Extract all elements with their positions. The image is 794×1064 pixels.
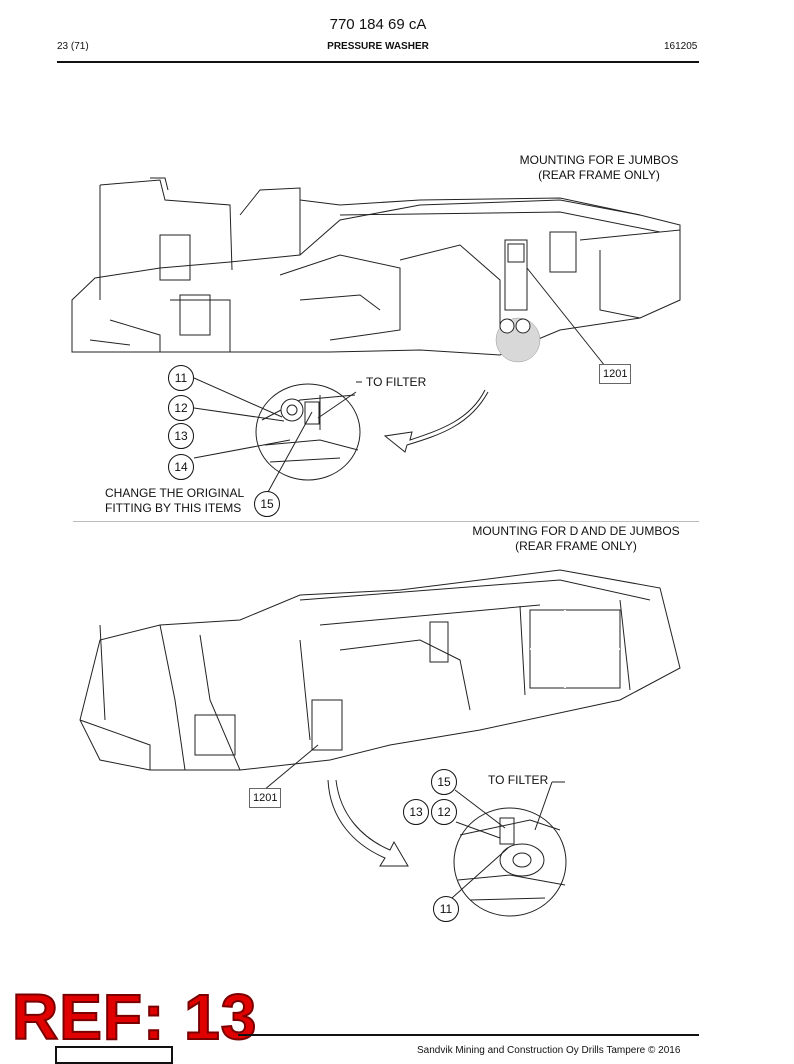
- bottom-view-caption-line1: MOUNTING FOR D AND DE JUMBOS: [472, 524, 680, 538]
- footer-rule: [238, 1034, 699, 1036]
- bottom-to-filter-label: TO FILTER: [488, 773, 549, 787]
- change-fitting-note-line1: CHANGE THE ORIGINAL: [105, 486, 245, 500]
- document-number: 770 184 69 cA: [329, 16, 427, 33]
- change-fitting-note-line2: FITTING BY THIS ITEMS: [105, 501, 242, 515]
- top-view-caption-line2: (REAR FRAME ONLY): [538, 168, 660, 182]
- e-jumbo-detail-view: [193, 377, 489, 493]
- sandvik-logo: [55, 1046, 173, 1064]
- e-jumbo-frame-drawing: [71, 177, 681, 367]
- top-view-caption: MOUNTING FOR E JUMBOS (REAR FRAME ONLY): [500, 153, 698, 183]
- top-view-caption-line1: MOUNTING FOR E JUMBOS: [519, 153, 679, 167]
- bottom-balloon-12: 12: [431, 799, 457, 825]
- bottom-view-caption-line2: (REAR FRAME ONLY): [515, 539, 637, 553]
- copyright-text: Sandvik Mining and Construction Oy Drill…: [417, 1045, 681, 1056]
- page-count: 23 (71): [57, 41, 89, 52]
- view-divider: [73, 521, 699, 522]
- bottom-view-caption: MOUNTING FOR D AND DE JUMBOS (REAR FRAME…: [462, 524, 690, 554]
- change-fitting-note: CHANGE THE ORIGINAL FITTING BY THIS ITEM…: [105, 486, 244, 516]
- date-code: 161205: [664, 41, 698, 52]
- bottom-balloon-13: 13: [403, 799, 429, 825]
- ref-tag: REF: 13: [11, 981, 258, 1053]
- d-jumbo-frame-drawing: [79, 569, 681, 791]
- balloon-14: 14: [168, 454, 194, 480]
- balloon-13: 13: [168, 423, 194, 449]
- top-part-ref-label: 1201: [599, 364, 632, 384]
- bottom-part-ref-label: 1201: [249, 788, 282, 808]
- top-to-filter-label: TO FILTER: [366, 375, 427, 389]
- header-rule: [57, 61, 699, 63]
- bottom-balloon-11: 11: [433, 896, 459, 922]
- balloon-12: 12: [168, 395, 194, 421]
- balloon-11: 11: [168, 365, 194, 391]
- d-jumbo-detail-view: [327, 779, 567, 917]
- section-title: PRESSURE WASHER: [327, 41, 429, 52]
- balloon-15: 15: [254, 491, 280, 517]
- bottom-balloon-15: 15: [431, 769, 457, 795]
